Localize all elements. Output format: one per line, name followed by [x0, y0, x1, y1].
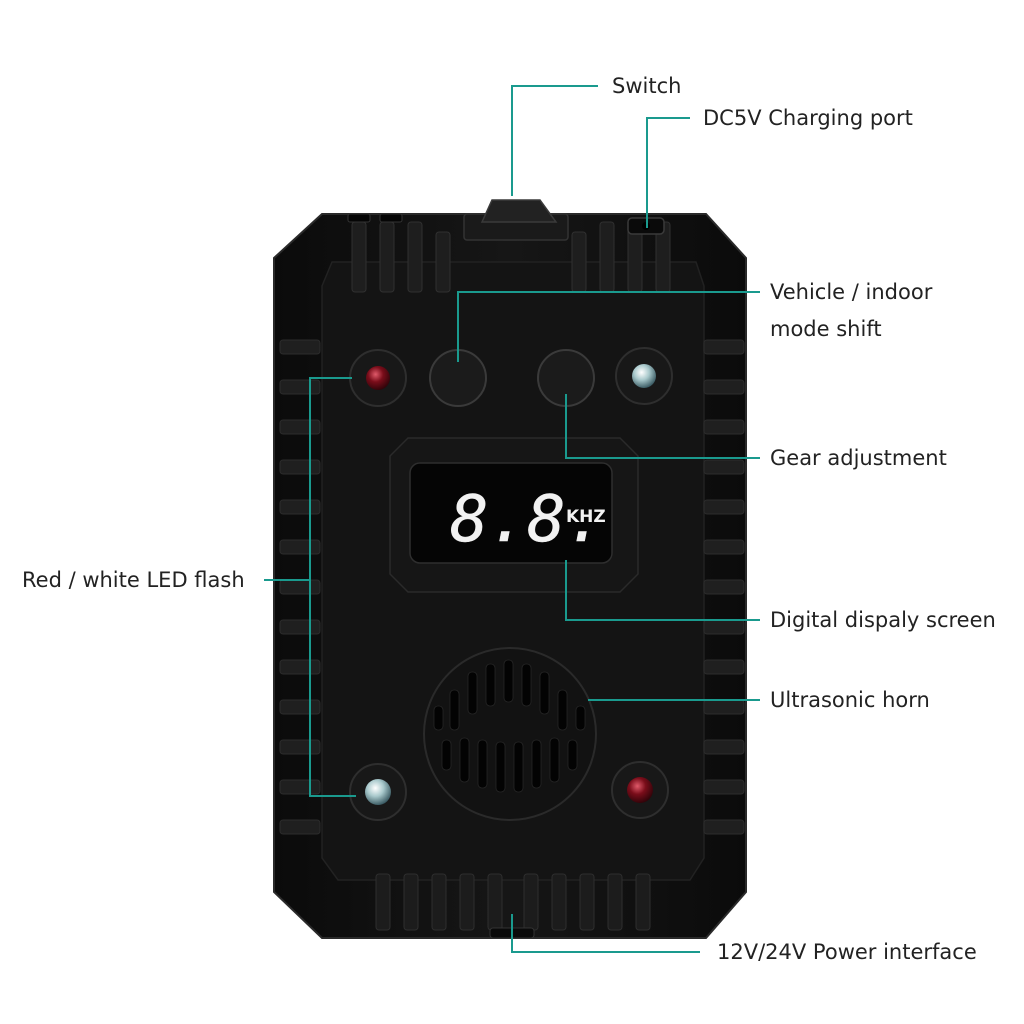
label-mode-shift: Vehicle / indoor mode shift [770, 282, 932, 340]
rocker-switch[interactable] [463, 199, 569, 241]
led-white-bottom-left [349, 763, 407, 821]
leader-lines [264, 85, 760, 953]
leader-display [565, 560, 760, 621]
leader-led-top [309, 377, 352, 580]
label-display-screen: Digital dispaly screen [770, 608, 996, 632]
top-ribs [351, 221, 671, 293]
leader-switch [511, 85, 598, 196]
top-vents [347, 213, 403, 223]
label-ultrasonic-horn: Ultrasonic horn [770, 688, 930, 712]
label-switch: Switch [612, 74, 682, 98]
leader-charging-port [646, 117, 690, 228]
leader-gear-adjustment [565, 394, 760, 459]
label-charging-port: DC5V Charging port [703, 106, 913, 130]
right-side-ribs [703, 339, 745, 835]
label-led-flash: Red / white LED flash [22, 568, 245, 592]
led-red-bottom-right [611, 761, 669, 819]
device: 8.8. KHZ [273, 199, 747, 939]
led-red-top-left [349, 349, 407, 407]
display-unit: KHZ [566, 507, 606, 527]
bottom-ribs [375, 873, 651, 931]
ultrasonic-horn [423, 647, 597, 821]
label-mode-shift-line2: mode shift [770, 317, 882, 341]
leader-led-bottom [309, 580, 356, 797]
leader-mode-shift [457, 291, 760, 362]
display-digits: 8.8. [450, 483, 604, 557]
label-gear-adjustment: Gear adjustment [770, 446, 947, 470]
led-white-top-right [615, 347, 673, 405]
label-mode-shift-line1: Vehicle / indoor [770, 280, 933, 304]
label-power-interface: 12V/24V Power interface [717, 940, 977, 964]
digital-display-screen [409, 462, 613, 564]
leader-power [511, 914, 700, 953]
